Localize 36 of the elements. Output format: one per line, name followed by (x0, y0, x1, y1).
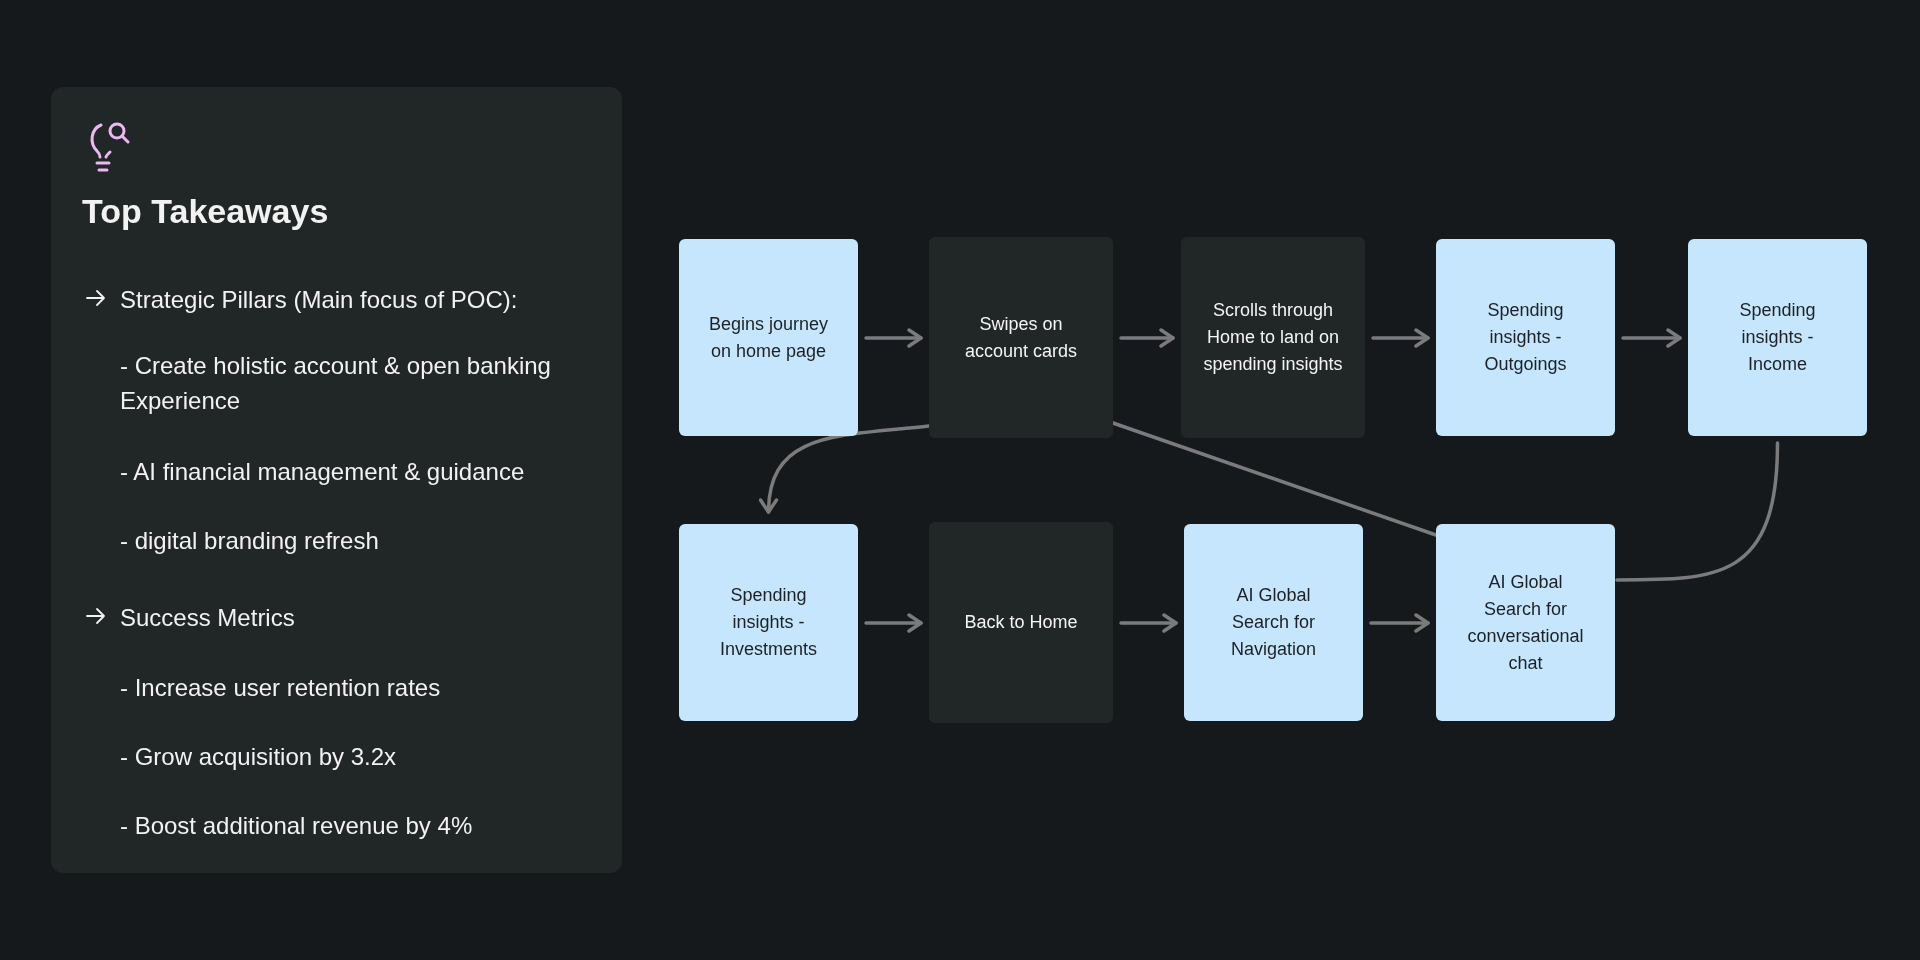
section-heading: Success Metrics (120, 603, 296, 633)
step-label: Spending insights - Outgoings (1483, 299, 1568, 376)
connector-line (1615, 441, 1780, 582)
step-card (1436, 524, 1615, 721)
bullet-text: - digital branding refresh (120, 526, 380, 556)
bullet-text: - Increase user retention rates (120, 673, 442, 703)
takeaways-panel (51, 87, 622, 873)
step-card (1436, 239, 1615, 436)
step-label: Spending insights - Income (1738, 299, 1817, 376)
step-card (679, 239, 858, 436)
bullet-text: - AI financial management & guidance (120, 457, 526, 487)
step-label: AI Global Search for Navigation (1229, 584, 1318, 661)
section-heading: Strategic Pillars (Main focus of POC): (120, 285, 519, 315)
arrow (759, 424, 931, 514)
arrow (1119, 613, 1178, 633)
bullet-text: - Grow acquisition by 3.2x (120, 742, 398, 772)
step-label: Begins journey on home page (707, 312, 830, 363)
step-label: Back to Home (963, 611, 1079, 634)
step-card (929, 237, 1113, 438)
step-label: Scrolls through Home to land on spending insights (1202, 299, 1344, 376)
arrow (1369, 613, 1430, 633)
step-card (679, 524, 858, 721)
step-card (1688, 239, 1867, 436)
arrow (864, 328, 923, 348)
arrow (1371, 328, 1430, 348)
step-card (1184, 524, 1363, 721)
bullet-text: - Create holistic account & open banking Experience (120, 351, 552, 416)
arrow (1621, 328, 1682, 348)
bullet-text: - Boost additional revenue by 4% (120, 811, 474, 841)
connector-line (1111, 421, 1438, 537)
step-label: AI Global Search for conversational chat (1466, 570, 1585, 675)
panel-title: Top Takeaways (82, 191, 330, 232)
step-label: Swipes on account cards (963, 312, 1079, 363)
arrow (864, 613, 923, 633)
step-label: Spending insights - Investments (718, 584, 818, 661)
arrow (1119, 328, 1175, 348)
